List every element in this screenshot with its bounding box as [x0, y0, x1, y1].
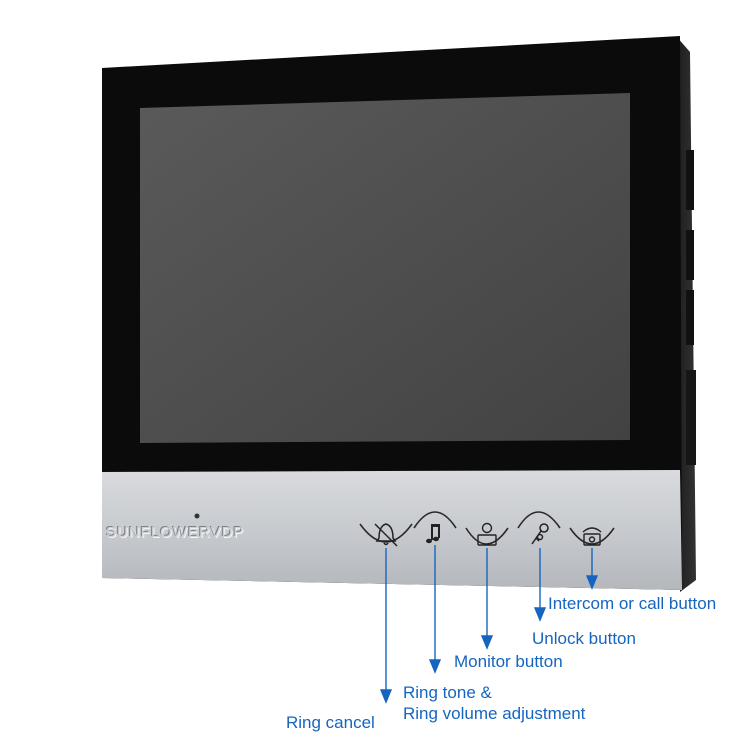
- ring-tone-button-label-line1: Ring tone &: [403, 683, 492, 702]
- display-screen: [140, 93, 630, 443]
- microphone-hole: [194, 513, 200, 519]
- ring-tone-button-label-line2: Ring volume adjustment: [403, 704, 586, 723]
- monitor-arrowhead: [480, 635, 494, 650]
- side-port-1: [686, 150, 694, 210]
- ring-tone-button-arc[interactable]: [413, 511, 457, 529]
- intercom-button-label: Intercom or call button: [548, 594, 717, 613]
- side-port-4: [686, 370, 696, 465]
- unlock-button-arc[interactable]: [517, 511, 561, 529]
- bell-slash-icon: [374, 523, 398, 547]
- brand-logo-text: SUNFLOWERVDP: [106, 524, 245, 541]
- unlock-arrowhead: [533, 607, 547, 622]
- ring-tone-arrowhead: [428, 659, 442, 674]
- ring-cancel-button-label: Ring cancel: [286, 713, 375, 732]
- intercom-arrowhead: [585, 575, 599, 590]
- side-port-2: [686, 230, 694, 280]
- monitor-button-arc[interactable]: [465, 527, 509, 545]
- key-icon: [531, 523, 549, 545]
- intercom-button-arc[interactable]: [569, 527, 615, 545]
- telephone-icon: [582, 527, 602, 546]
- unlock-button-label: Unlock button: [532, 629, 636, 648]
- music-note-icon: [426, 524, 440, 544]
- ring-cancel-arrowhead: [379, 689, 393, 704]
- person-icon: [477, 522, 497, 546]
- side-port-3: [686, 290, 694, 345]
- ring-cancel-button-arc[interactable]: [359, 523, 413, 543]
- monitor-button-label: Monitor button: [454, 652, 563, 671]
